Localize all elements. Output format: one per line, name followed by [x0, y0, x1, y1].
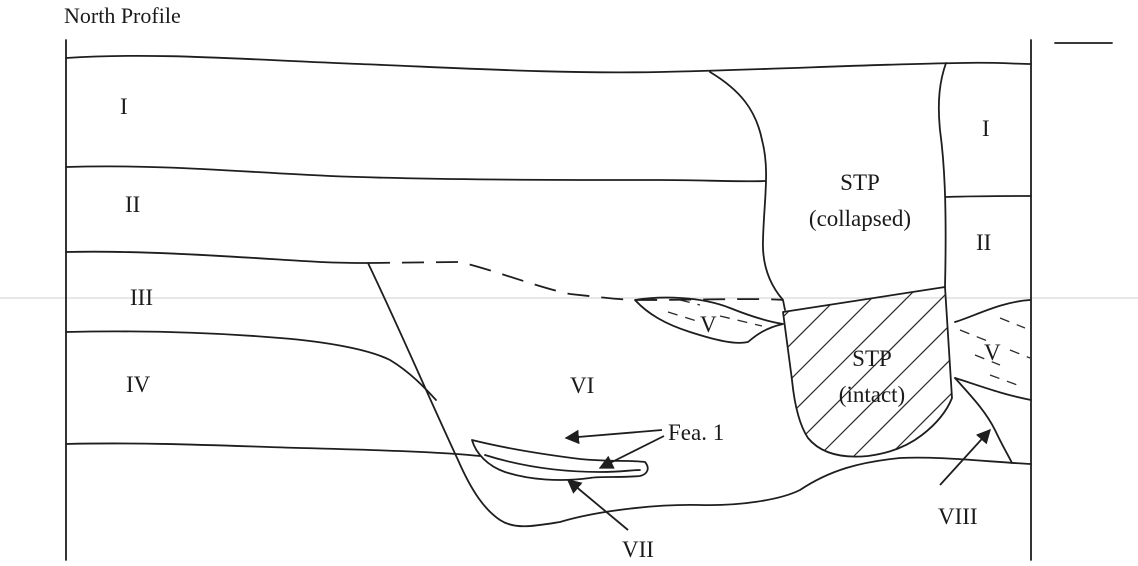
boundary-ii-iii-dashed	[367, 261, 784, 301]
label-layer-vi: VI	[570, 373, 594, 398]
label-layer-i-left: I	[120, 94, 128, 119]
label-layer-i-right: I	[982, 116, 990, 141]
label-layer-iv: IV	[126, 372, 151, 397]
label-stp-intact-line2: (intact)	[839, 382, 905, 407]
label-layer-vii: VII	[622, 537, 654, 562]
label-layer-viii: VIII	[938, 504, 978, 529]
label-layer-v-right: V	[984, 340, 1001, 365]
boundary-i-ii-left	[65, 165, 766, 183]
pit-outline	[367, 262, 1032, 528]
feature-1-arrow-lower	[598, 435, 665, 469]
stp-collapsed-left-wall	[709, 71, 786, 311]
stp-intact-hatching	[783, 287, 952, 457]
boundary-ii-iii	[65, 250, 369, 264]
label-stp-collapsed-line1: STP	[840, 170, 880, 195]
label-layer-v-left: V	[700, 312, 717, 337]
vii-arrow	[566, 479, 629, 531]
boundary-i-ii-right	[945, 195, 1032, 198]
surface-boundary	[65, 54, 1032, 74]
layer-v-left-dashes	[667, 299, 763, 327]
label-stp-collapsed-line2: (collapsed)	[809, 206, 911, 231]
feature-1-arrow-upper	[564, 429, 663, 445]
label-stp-intact-line1: STP	[852, 346, 892, 371]
label-layer-ii-right: II	[976, 230, 991, 255]
feature-1-lens	[471, 439, 649, 481]
layer-v-right-top	[954, 299, 1031, 323]
viii-arrow	[939, 428, 991, 486]
layer-v-left-lens	[634, 296, 784, 344]
label-layer-iii: III	[130, 285, 153, 310]
boundary-iv-lower	[65, 442, 481, 457]
feature-1-inner-line	[484, 454, 641, 473]
stp-collapsed-right-wall	[937, 62, 947, 288]
label-layer-ii-left: II	[125, 192, 140, 217]
label-feature-1: Fea. 1	[668, 420, 724, 445]
page-title: North Profile	[64, 3, 181, 28]
layer-viii-wall	[954, 377, 1013, 464]
stp-intact-outline	[782, 286, 953, 458]
layer-v-right-bottom	[954, 377, 1032, 401]
boundary-iii-iv	[65, 330, 437, 401]
